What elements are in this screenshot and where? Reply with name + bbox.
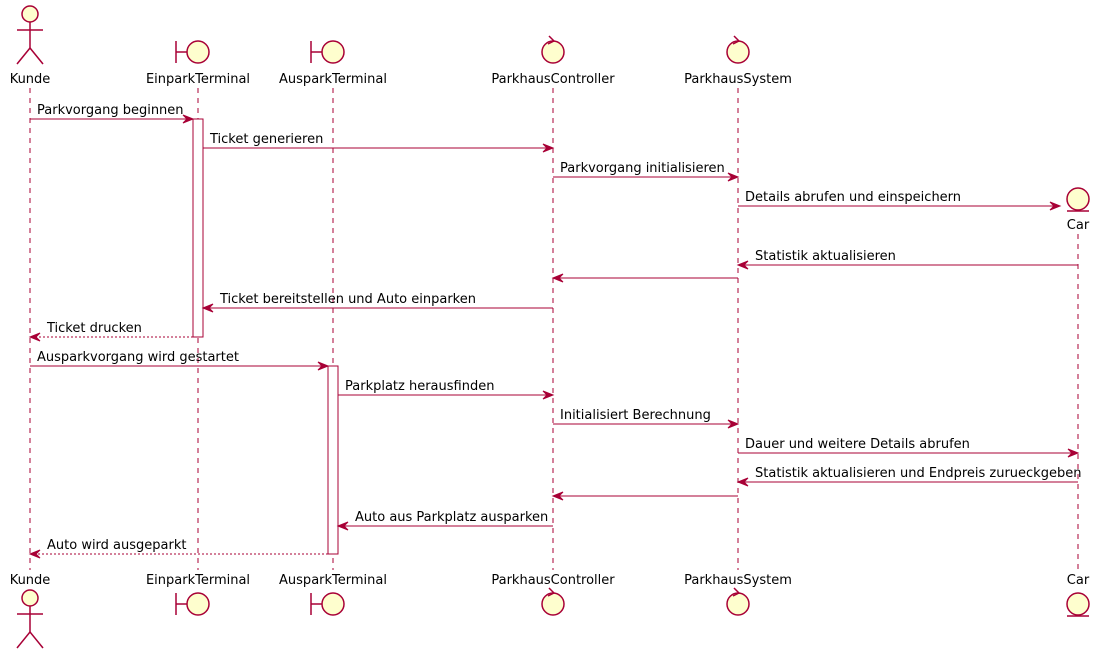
actor-icon <box>16 5 44 65</box>
participant-label: AusparkTerminal <box>279 72 387 87</box>
message-16: Auto wird ausgeparkt <box>28 538 328 559</box>
message-1: Parkvorgang beginnen <box>30 103 195 124</box>
message-7: Ticket bereitstellen und Auto einparken <box>201 292 553 313</box>
message-15: Auto aus Parkplatz ausparken <box>336 510 553 531</box>
participant-car-bottom: Car <box>1066 573 1090 617</box>
boundary-icon <box>310 40 345 64</box>
message-6 <box>551 273 738 283</box>
entity-icon <box>1066 187 1090 212</box>
participant-kunde-top: Kunde <box>10 5 51 87</box>
participant-label: ParkhausController <box>491 573 615 588</box>
boundary-icon <box>175 40 210 64</box>
participant-controller-top: ParkhausController <box>491 35 615 87</box>
arrowhead-icon <box>736 477 749 487</box>
message-4: Details abrufen und einspeichern <box>738 190 1062 211</box>
arrowhead-icon <box>28 549 41 559</box>
activation-bar-auspark <box>327 365 339 555</box>
message-label: Ticket generieren <box>209 132 323 147</box>
arrowhead-icon <box>28 332 41 342</box>
participant-controller-bottom: ParkhausController <box>491 573 615 616</box>
message-3: Parkvorgang initialisieren <box>553 161 740 182</box>
participant-label: ParkhausController <box>491 72 615 87</box>
message-8: Ticket drucken <box>28 321 193 342</box>
activation-bars <box>192 118 339 555</box>
arrowhead-icon <box>182 114 195 124</box>
participant-system-bottom: ParkhausSystem <box>684 573 792 616</box>
control-icon <box>726 587 750 616</box>
message-label: Ausparkvorgang wird gestartet <box>37 350 239 365</box>
participant-label: AusparkTerminal <box>279 573 387 588</box>
participant-label: EinparkTerminal <box>146 573 250 588</box>
message-10: Parkplatz herausfinden <box>338 379 555 400</box>
message-label: Parkplatz herausfinden <box>345 379 494 394</box>
boundary-icon <box>175 592 210 616</box>
participant-label: Kunde <box>10 573 51 588</box>
participant-label: Car <box>1067 573 1090 588</box>
message-label: Dauer und weitere Details abrufen <box>745 437 970 452</box>
boundary-icon <box>310 592 345 616</box>
activation-bar-einpark <box>192 118 204 338</box>
actor-icon <box>16 589 44 649</box>
control-icon <box>726 35 750 64</box>
message-label: Parkvorgang initialisieren <box>560 161 725 176</box>
message-5: Statistik aktualisieren <box>736 249 1078 270</box>
message-label: Ticket drucken <box>46 321 142 336</box>
message-label: Statistik aktualisieren <box>755 249 896 264</box>
arrowhead-icon <box>727 172 740 182</box>
arrowhead-icon <box>727 419 740 429</box>
participant-kunde-bottom: Kunde <box>10 573 51 649</box>
participant-label: EinparkTerminal <box>146 72 250 87</box>
message-label: Statistik aktualisieren und Endpreis zur… <box>755 466 1081 481</box>
participant-auspark-bottom: AusparkTerminal <box>279 573 387 616</box>
message-label: Auto aus Parkplatz ausparken <box>355 510 548 525</box>
arrowhead-icon <box>1049 201 1062 211</box>
arrowhead-icon <box>201 303 214 313</box>
arrowhead-icon <box>1067 448 1080 458</box>
lifelines <box>29 88 1079 570</box>
control-icon <box>541 587 565 616</box>
participant-einpark-top: EinparkTerminal <box>146 40 250 87</box>
control-icon <box>541 35 565 64</box>
participant-label: Car <box>1067 218 1090 233</box>
message-13: Statistik aktualisieren und Endpreis zur… <box>736 466 1081 487</box>
arrowhead-icon <box>317 361 330 371</box>
arrowhead-icon <box>736 260 749 270</box>
message-label: Details abrufen und einspeichern <box>745 190 961 205</box>
arrowhead-icon <box>542 390 555 400</box>
message-label: Auto wird ausgeparkt <box>47 538 186 553</box>
message-11: Initialisiert Berechnung <box>553 408 740 429</box>
message-2: Ticket generieren <box>203 132 555 153</box>
message-9: Ausparkvorgang wird gestartet <box>30 350 330 371</box>
message-label: Initialisiert Berechnung <box>560 408 711 423</box>
arrowhead-icon <box>336 521 349 531</box>
arrowhead-icon <box>551 273 564 283</box>
entity-icon <box>1066 592 1090 617</box>
arrowhead-icon <box>542 143 555 153</box>
participant-system-top: ParkhausSystem <box>684 35 792 87</box>
participant-label: ParkhausSystem <box>684 573 792 588</box>
message-12: Dauer und weitere Details abrufen <box>738 437 1080 458</box>
message-label: Parkvorgang beginnen <box>37 103 184 118</box>
participant-label: ParkhausSystem <box>684 72 792 87</box>
message-14 <box>551 491 738 501</box>
arrowhead-icon <box>551 491 564 501</box>
participant-car-top: Car <box>1066 187 1090 233</box>
message-label: Ticket bereitstellen und Auto einparken <box>219 292 476 307</box>
participant-label: Kunde <box>10 72 51 87</box>
participants: KundeKundeEinparkTerminalEinparkTerminal… <box>10 5 1090 649</box>
participant-auspark-top: AusparkTerminal <box>279 40 387 87</box>
participant-einpark-bottom: EinparkTerminal <box>146 573 250 616</box>
